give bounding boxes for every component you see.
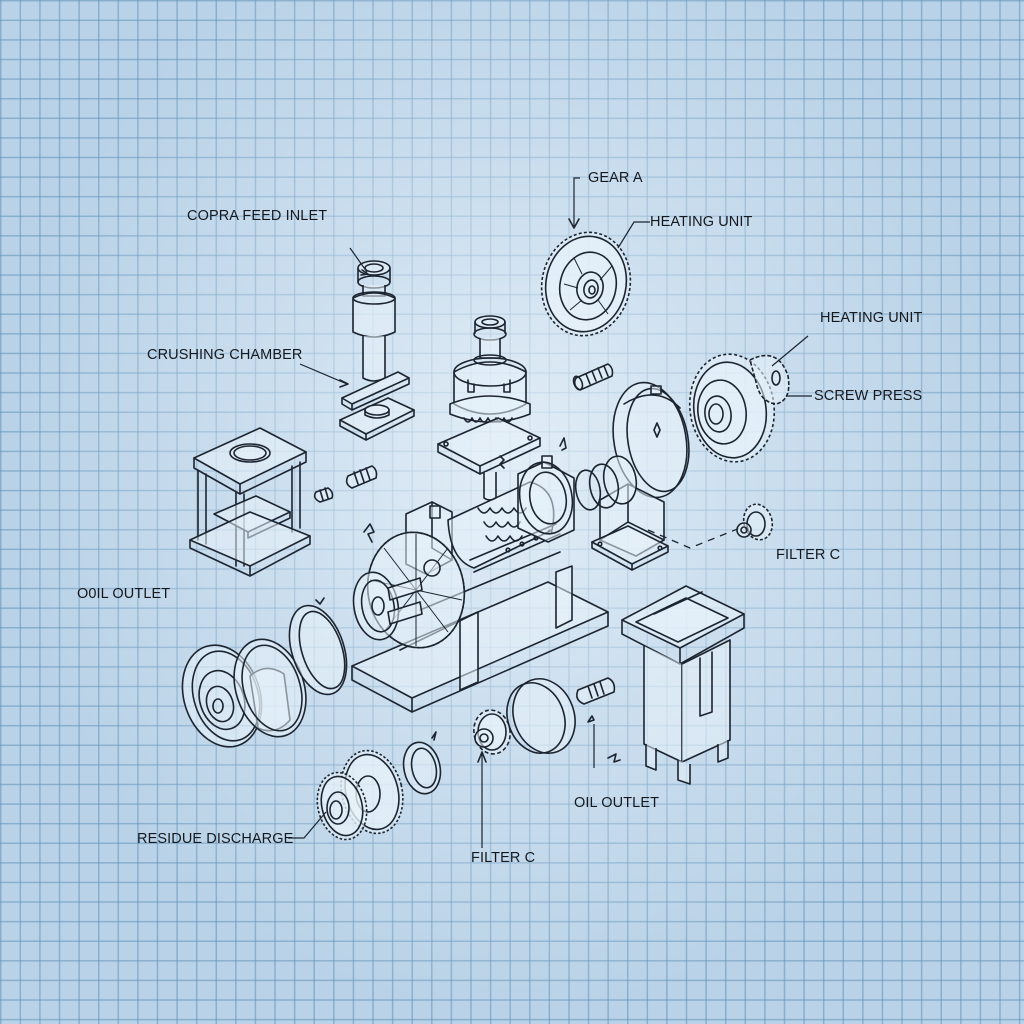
label-copra-feed-inlet: COPRA FEED INLET (187, 208, 328, 224)
crushing-chamber-plates (300, 364, 414, 440)
ring-seals (399, 732, 445, 797)
frame-box (190, 428, 310, 576)
oil-tank-stand (622, 586, 744, 784)
pulley-set (170, 598, 357, 757)
bearing-pedestal (573, 454, 668, 570)
label-gear-a: GEAR A (588, 170, 643, 186)
label-crushing-chamber: CRUSHING CHAMBER (147, 347, 303, 363)
filter-c-cap-right (737, 501, 776, 543)
heating-unit-gear (683, 336, 812, 467)
spring-top (572, 364, 613, 391)
gear-a (532, 178, 650, 344)
misc-fasteners (364, 438, 566, 542)
springs-left (315, 466, 377, 502)
dashed-leader-filter-c (648, 528, 740, 548)
end-cap-disc (497, 670, 585, 762)
label-filter-c-right: FILTER C (776, 547, 841, 563)
pinion-gear-filter-c (470, 707, 513, 848)
spring-bottom (577, 678, 620, 768)
label-heating-unit-top: HEATING UNIT (650, 214, 753, 230)
hopper-assembly (438, 316, 540, 500)
main-screw-press-body (348, 456, 608, 712)
copra-feed-inlet-pipe (350, 248, 395, 381)
label-screw-press: SCREW PRESS (814, 388, 923, 404)
label-filter-c-bottom: FILTER C (471, 850, 536, 866)
label-oil-outlet-bottom: OIL OUTLET (574, 795, 660, 811)
label-heating-unit-right: HEATING UNIT (820, 310, 923, 326)
label-oil-outlet-left: O0IL OUTLET (77, 586, 171, 602)
double-gear-residue-discharge (288, 744, 411, 845)
label-residue-discharge: RESIDUE DISCHARGE (137, 831, 294, 847)
